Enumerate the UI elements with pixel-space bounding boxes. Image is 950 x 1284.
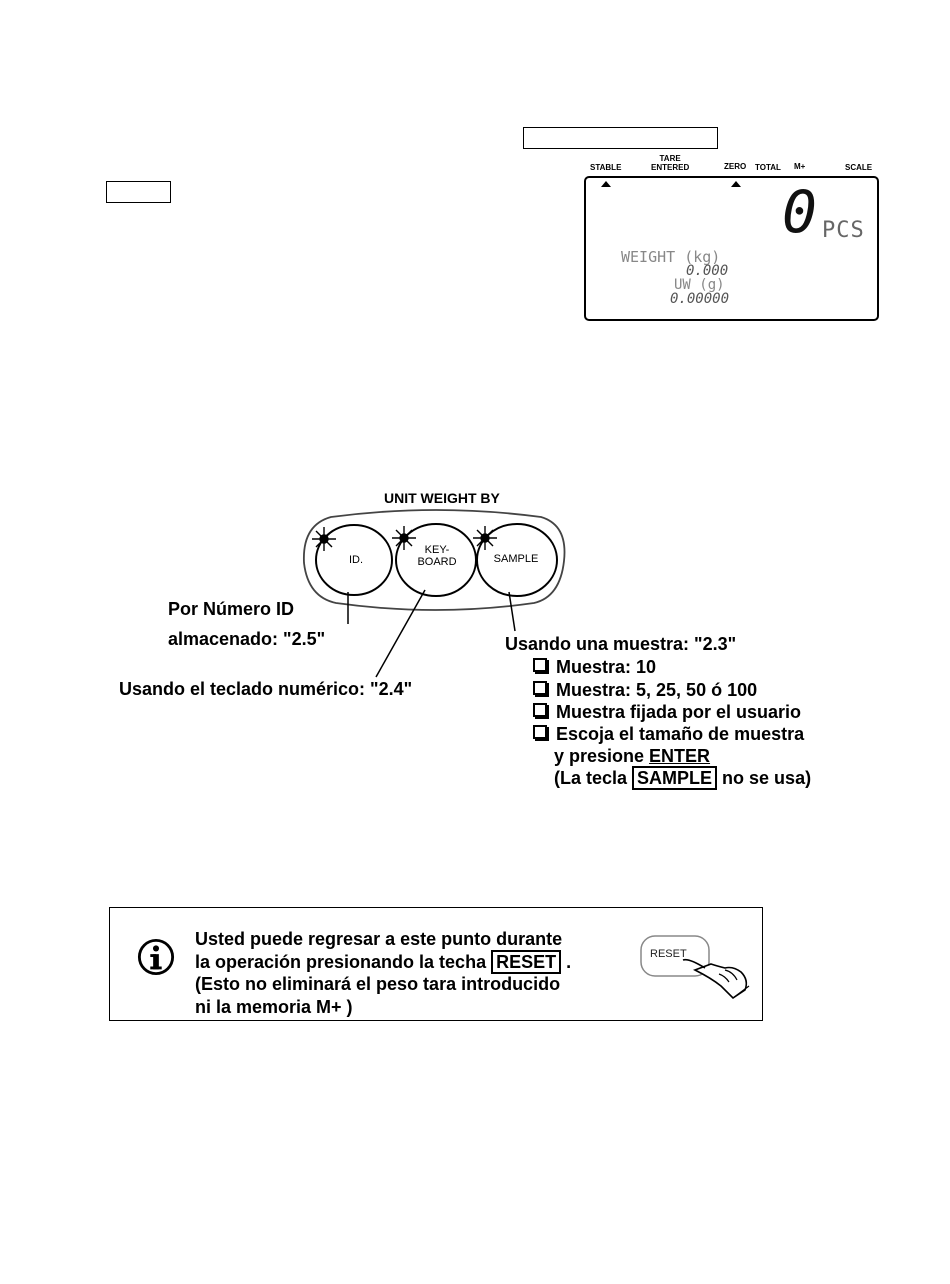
key-keyboard-label: KEY- BOARD (417, 544, 457, 568)
sample-key-label: SAMPLE (632, 766, 718, 790)
indicator-total: TOTAL (755, 163, 781, 172)
sample-note: (La tecla SAMPLE no se usa) (554, 766, 812, 790)
uw-value: 0.00000 (670, 291, 730, 307)
info-icon (137, 938, 175, 976)
indicator-zero: ZERO (724, 162, 747, 171)
sample-option-2: Muestra: 5, 25, 50 ó 100 (533, 680, 757, 701)
reset-note-box: Usted puede regresar a este punto durant… (109, 907, 763, 1021)
sample-option-1: Muestra: 10 (533, 657, 656, 678)
piece-unit: PCS (822, 218, 865, 243)
lcd-display: 0 PCS WEIGHT (kg) 0.000 UW (g) 0.00000 (584, 176, 879, 321)
reset-button-illustration (640, 935, 750, 1000)
checkbox-icon (533, 681, 547, 695)
weight-value: 0.000 (686, 263, 729, 279)
unit-weight-title: UNIT WEIGHT BY (384, 490, 500, 506)
reset-key-label: RESET (491, 949, 562, 974)
key-sample[interactable] (476, 523, 558, 597)
led-keyboard-icon (392, 526, 416, 550)
callout-sample-heading: Usando una muestra: "2.3" (505, 634, 737, 654)
reset-button-label: RESET (650, 948, 687, 960)
indicator-scale: SCALE (845, 163, 873, 172)
blank-box-top (523, 127, 718, 149)
checkbox-icon (533, 703, 547, 717)
enter-key-label: ENTER (649, 746, 711, 766)
sample-option-4: Escoja el tamaño de muestra (533, 724, 804, 745)
checkbox-icon (533, 658, 547, 672)
callout-id-line1: Por Número ID (168, 599, 295, 619)
led-id-icon (312, 527, 336, 551)
piece-count: 0 (782, 178, 817, 246)
weight-label: WEIGHT (kg) (621, 248, 721, 266)
callout-keyboard: Usando el teclado numérico: "2.4" (119, 679, 413, 699)
checkbox-icon (533, 725, 547, 739)
blank-box-left (106, 181, 171, 203)
callout-id-line2: almacenado: "2.5" (168, 629, 326, 649)
stable-arrow-icon (601, 181, 611, 187)
sample-option-4-line2: y presione ENTER (554, 746, 711, 766)
uw-label: UW (g) (674, 277, 725, 293)
indicator-mplus: M+ (794, 162, 806, 171)
key-sample-label: SAMPLE (493, 553, 539, 565)
note-text: Usted puede regresar a este punto durant… (195, 929, 572, 1017)
indicator-stable: STABLE (590, 163, 622, 172)
key-id[interactable] (315, 524, 393, 596)
sample-option-3: Muestra fijada por el usuario (533, 702, 801, 723)
led-sample-icon (473, 526, 497, 550)
key-id-label: ID. (348, 554, 364, 566)
unit-weight-keypad (303, 509, 566, 611)
zero-arrow-icon (731, 181, 741, 187)
indicator-tare: TARE ENTERED (651, 154, 690, 172)
